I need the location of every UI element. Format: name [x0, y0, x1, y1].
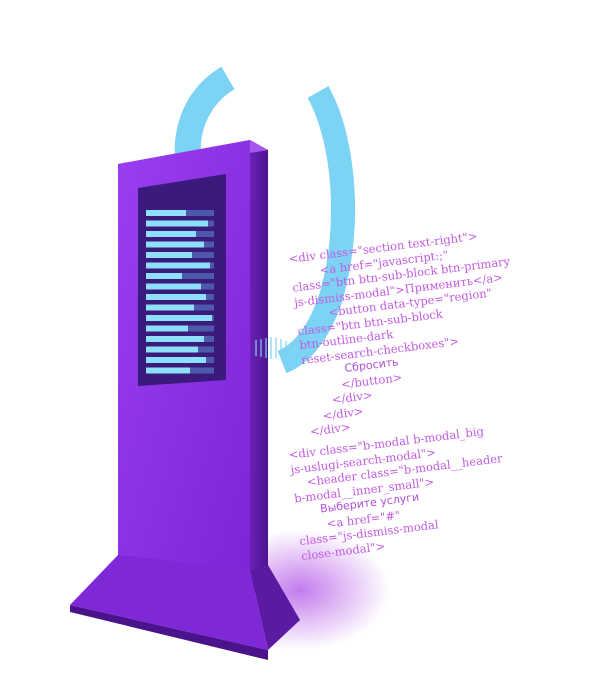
screen-line: [146, 325, 188, 332]
screen-line: [146, 357, 206, 363]
code-snippet-1: <div class="section text-right"> <a href…: [288, 215, 600, 439]
screen-line: [146, 231, 196, 237]
screen-line: [146, 346, 198, 353]
screen-line: [146, 367, 190, 374]
screen-line: [146, 220, 208, 227]
screen-line: [146, 262, 210, 269]
screen-line: [146, 315, 212, 321]
screen-code-lines: [146, 210, 214, 374]
screen-line: [146, 336, 204, 342]
screen-line: [146, 304, 194, 311]
kiosk-base-front: [70, 555, 268, 650]
kiosk-base-side: [250, 565, 300, 650]
screen-line: [146, 252, 192, 258]
screen-line: [146, 273, 182, 279]
kiosk-side: [250, 140, 268, 600]
kiosk: [70, 140, 300, 660]
kiosk-screen: [138, 174, 226, 386]
signal-lines: [255, 337, 287, 359]
kiosk-base-bottom: [70, 605, 268, 660]
screen-line: [146, 210, 186, 216]
screen-line: [146, 241, 204, 248]
screen-line: [146, 283, 201, 290]
screen-line: [146, 294, 206, 300]
